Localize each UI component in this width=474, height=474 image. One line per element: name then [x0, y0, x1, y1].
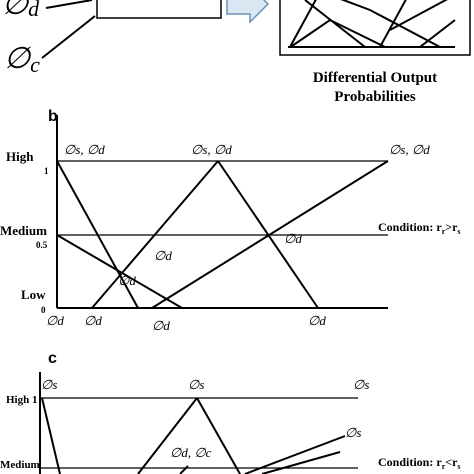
output-plot — [288, 0, 456, 48]
panel-c-medium-label: Medium — [0, 459, 40, 471]
panel-b-low-label: Low — [21, 287, 46, 302]
panel-c-label-top-mid: ∅s — [188, 377, 204, 392]
panel-c-label-inner: ∅d, ∅c — [170, 445, 212, 460]
output-caption-line1: Differential Output — [313, 70, 437, 86]
panel-b-label-mid-cross: ∅d — [284, 231, 302, 246]
panel-b-high-value: 1 — [44, 166, 49, 176]
panel-b-label-inner-2: ∅d — [118, 273, 136, 288]
panel-b-condition: Condition: rr>rs — [378, 220, 461, 236]
panel-b-label-bottom-2: ∅d — [84, 313, 102, 328]
output-caption-line2: Probabilities — [334, 89, 416, 105]
input-line-d — [45, 0, 93, 9]
processing-box — [96, 0, 222, 19]
top-section: ∅d ∅c Differential Output Probabilities — [2, 0, 471, 105]
panel-b-medium-value: 0.5 — [36, 240, 48, 250]
panel-b-label-inner-1: ∅d — [154, 248, 172, 263]
panel-c-label-top-left: ∅s — [41, 377, 57, 392]
panel-b: b High 1 Medium 0.5 Low 0 ∅s, ∅d ∅s, ∅d … — [0, 108, 461, 333]
panel-c-membership-lines — [41, 397, 346, 474]
panel-c-label-top-right: ∅s — [353, 377, 369, 392]
panel-b-label-bottom-1: ∅d — [46, 313, 64, 328]
panel-b-label-top-mid: ∅s, ∅d — [191, 142, 232, 157]
panel-c-condition: Condition: rr<rs — [378, 455, 461, 471]
input-label-d: ∅d — [2, 0, 40, 21]
panel-c-letter: c — [48, 350, 57, 367]
panel-c: c High 1 Medium ∅s ∅s ∅s ∅s ∅d, ∅c Condi… — [0, 350, 461, 474]
panel-c-label-right-mid: ∅s — [345, 425, 361, 440]
input-line-c — [41, 15, 96, 59]
input-label-c: ∅c — [4, 42, 40, 77]
panel-b-high-label: High — [6, 149, 34, 164]
panel-b-membership-lines — [56, 160, 389, 309]
panel-b-label-bottom-3: ∅d — [152, 318, 170, 333]
flow-arrow — [226, 0, 270, 24]
panel-b-medium-label: Medium — [0, 223, 47, 238]
panel-b-letter: b — [48, 108, 58, 125]
panel-b-label-top-right: ∅s, ∅d — [389, 142, 430, 157]
panel-b-label-top-left: ∅s, ∅d — [64, 142, 105, 157]
panel-b-origin: 0 — [41, 305, 46, 315]
panel-b-label-bottom-4: ∅d — [308, 313, 326, 328]
panel-c-high-label: High 1 — [6, 394, 37, 406]
